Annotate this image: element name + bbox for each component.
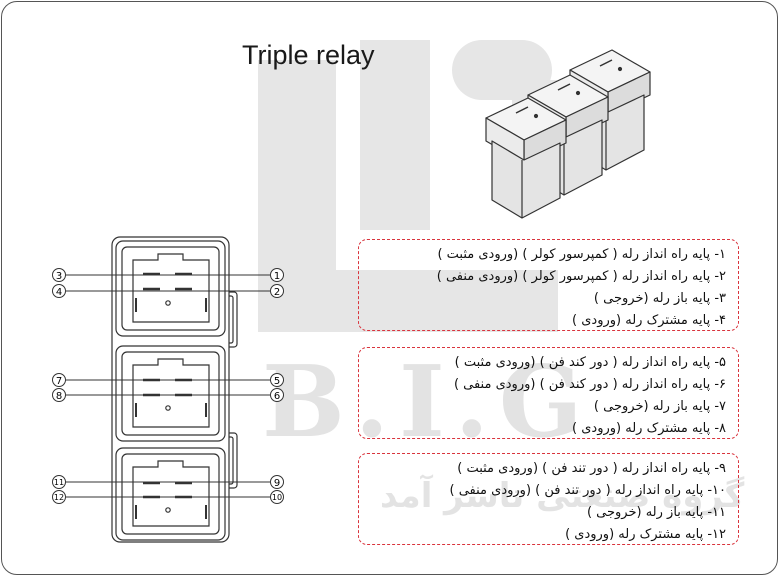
pin-7-callout: 7 — [52, 373, 66, 387]
pin-8-callout: 8 — [52, 388, 66, 402]
pin-2-callout: 2 — [270, 284, 284, 298]
relay-2-line-4: ۸- پایه مشترک رله (ورودی ) — [572, 421, 726, 436]
pin-10-label: 10 — [272, 493, 282, 502]
relay-2-line-1: ۵- پایه راه انداز رله ( دور کند فن ) (ور… — [454, 355, 726, 370]
diagram-title: Triple relay — [242, 40, 375, 70]
relay-3d-illustration — [485, 49, 651, 219]
relay-3-line-2: ۱۰- پایه راه انداز رله ( دور تند فن ) (و… — [449, 483, 726, 498]
relay-1-line-4: ۴- پایه مشترک رله (ورودی ) — [572, 313, 726, 328]
pin-10-callout: 10 — [270, 490, 284, 504]
pin-3-label: 3 — [56, 271, 62, 282]
watermark-logo-subtext: گروه صنعتی تاسر آمد — [380, 476, 745, 516]
pin-11-callout: 11 — [52, 475, 66, 489]
watermark-logo-mark — [258, 40, 558, 332]
pin-1-label: 1 — [274, 271, 280, 282]
pin-12-callout: 12 — [52, 490, 66, 504]
pin-12-label: 12 — [54, 493, 64, 502]
pin-4-callout: 4 — [52, 284, 66, 298]
pin-leader-lines — [66, 274, 270, 498]
pin-5-label: 5 — [274, 376, 280, 387]
pin-callouts: 3 4 1 2 7 8 5 6 11 12 9 10 — [52, 268, 284, 504]
connector-housing — [111, 236, 238, 543]
pin-5-callout: 5 — [270, 373, 284, 387]
pin-6-label: 6 — [274, 391, 280, 402]
relay-1-line-3: ۳- پایه باز رله (خروجی ) — [593, 291, 726, 306]
pin-4-label: 4 — [56, 287, 62, 298]
pin-9-label: 9 — [274, 478, 280, 489]
relay-2-description-box: ۵- پایه راه انداز رله ( دور کند فن ) (ور… — [358, 347, 739, 439]
relay-3-line-4: ۱۲- پایه مشترک رله (ورودی ) — [565, 527, 726, 542]
pin-2-label: 2 — [274, 287, 280, 298]
pin-6-callout: 6 — [270, 388, 284, 402]
relay-1-line-1: ۱- پایه راه انداز رله ( کمپرسور کولر ) (… — [437, 247, 726, 262]
relay-3-line-3: ۱۱- پایه باز رله (خروجی ) — [586, 505, 726, 520]
relay-1-line-2: ۲- پایه راه انداز رله ( کمپرسور کولر ) (… — [436, 269, 726, 284]
watermark-logo-text: B.I.G — [262, 345, 593, 460]
relay-2-line-2: ۶- پایه راه انداز رله ( دور کند فن ) (ور… — [453, 377, 726, 392]
pin-11-label: 11 — [54, 478, 64, 487]
relay-1-description-box: ۱- پایه راه انداز رله ( کمپرسور کولر ) (… — [358, 239, 739, 331]
relay-2-line-3: ۷- پایه باز رله (خروجی ) — [593, 399, 726, 414]
relay-socket-1 — [115, 240, 226, 337]
pin-8-label: 8 — [56, 391, 62, 402]
pin-7-label: 7 — [56, 376, 62, 387]
relay-3-line-1: ۹- پایه راه انداز رله ( دور تند فن ) (ور… — [457, 461, 726, 476]
pin-3-callout: 3 — [52, 268, 66, 282]
pin-1-callout: 1 — [270, 268, 284, 282]
relay-3-description-box: ۹- پایه راه انداز رله ( دور تند فن ) (ور… — [358, 453, 739, 545]
pin-9-callout: 9 — [270, 475, 284, 489]
